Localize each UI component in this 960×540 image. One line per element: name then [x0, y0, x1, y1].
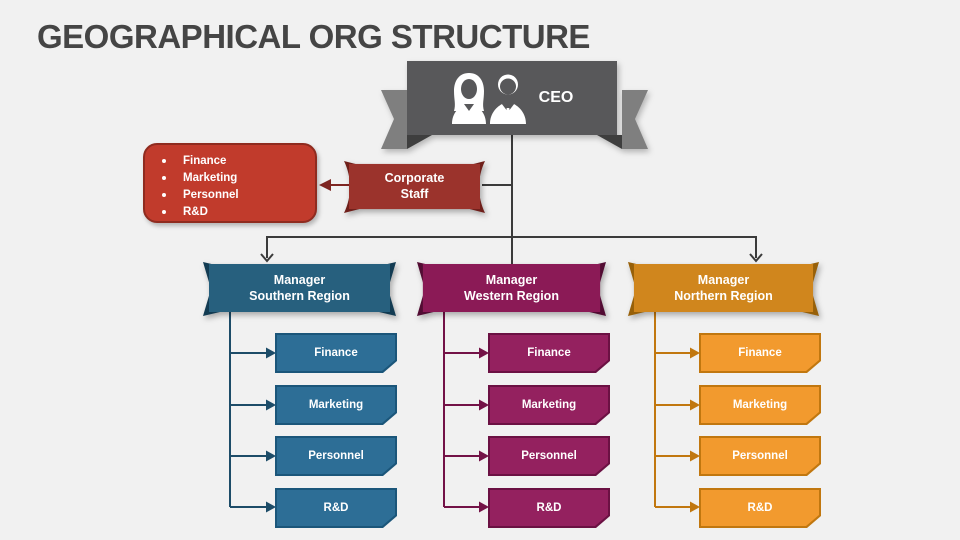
- staff-functions-card[interactable]: Finance Marketing Personnel R&D: [143, 143, 317, 223]
- dept-southern-marketing[interactable]: Marketing: [275, 385, 397, 425]
- dept-box-shape: [490, 490, 608, 526]
- northern-connectors: [654, 312, 691, 508]
- list-item: R&D: [162, 203, 315, 220]
- dept-box-shape: [277, 387, 395, 423]
- staff-functions-list: Finance Marketing Personnel R&D: [162, 152, 315, 220]
- staff-function-label: R&D: [183, 205, 208, 218]
- staff-function-label: Personnel: [183, 188, 239, 201]
- banner-shape: [344, 161, 485, 213]
- dept-box-shape: [490, 438, 608, 474]
- dept-box-shape: [701, 438, 819, 474]
- southern-connectors: [229, 312, 267, 508]
- arrowhead-southern: [260, 253, 274, 263]
- dept-box-shape: [490, 387, 608, 423]
- bullet-icon: [162, 192, 166, 197]
- ceo-node[interactable]: CEO: [407, 61, 617, 135]
- ceo-ribbon-shape: [381, 61, 648, 149]
- banner-shape: [203, 262, 396, 316]
- dept-box-shape: [701, 335, 819, 371]
- dept-western-rd[interactable]: R&D: [488, 488, 610, 528]
- arrowhead-northern: [749, 253, 763, 263]
- corporate-staff-node[interactable]: Corporate Staff: [343, 161, 486, 213]
- manager-label: Manager Western Region: [464, 272, 559, 304]
- corporate-staff-label: Corporate Staff: [384, 171, 445, 201]
- southern-arrowheads: [266, 347, 276, 513]
- dept-western-personnel[interactable]: Personnel: [488, 436, 610, 476]
- manager-label: Manager Southern Region: [249, 272, 350, 304]
- ceo-label: CEO: [538, 89, 574, 106]
- dept-box-shape: [490, 335, 608, 371]
- dept-box-shape: [277, 438, 395, 474]
- dept-western-marketing[interactable]: Marketing: [488, 385, 610, 425]
- bullet-icon: [162, 209, 166, 214]
- manager-banner-southern-region[interactable]: Manager Southern Region: [203, 261, 396, 317]
- list-item: Marketing: [162, 169, 315, 186]
- dept-western-finance[interactable]: Finance: [488, 333, 610, 373]
- bullet-icon: [162, 175, 166, 180]
- page-title: GEOGRAPHICAL ORG STRUCTURE: [37, 18, 590, 55]
- western-arrowheads: [479, 347, 489, 513]
- dept-northern-finance[interactable]: Finance: [699, 333, 821, 373]
- dept-box-shape: [277, 335, 395, 371]
- banner-shape: [628, 262, 819, 316]
- dept-box-shape: [701, 387, 819, 423]
- dept-northern-personnel[interactable]: Personnel: [699, 436, 821, 476]
- list-item: Finance: [162, 152, 315, 169]
- dept-northern-rd[interactable]: R&D: [699, 488, 821, 528]
- dept-box-shape: [277, 490, 395, 526]
- dept-northern-marketing[interactable]: Marketing: [699, 385, 821, 425]
- dept-southern-personnel[interactable]: Personnel: [275, 436, 397, 476]
- staff-function-label: Finance: [183, 154, 227, 167]
- dept-southern-rd[interactable]: R&D: [275, 488, 397, 528]
- manager-label: Manager Northern Region: [674, 272, 773, 304]
- two-businesspeople-icon: [451, 73, 526, 124]
- list-item: Personnel: [162, 186, 315, 203]
- dept-southern-finance[interactable]: Finance: [275, 333, 397, 373]
- northern-arrowheads: [690, 347, 700, 513]
- bullet-icon: [162, 158, 166, 163]
- manager-banner-northern-region[interactable]: Manager Northern Region: [628, 261, 819, 317]
- manager-banner-western-region[interactable]: Manager Western Region: [417, 261, 606, 317]
- banner-shape: [417, 262, 606, 316]
- staff-function-label: Marketing: [183, 171, 238, 184]
- western-connectors: [443, 312, 480, 508]
- dept-box-shape: [701, 490, 819, 526]
